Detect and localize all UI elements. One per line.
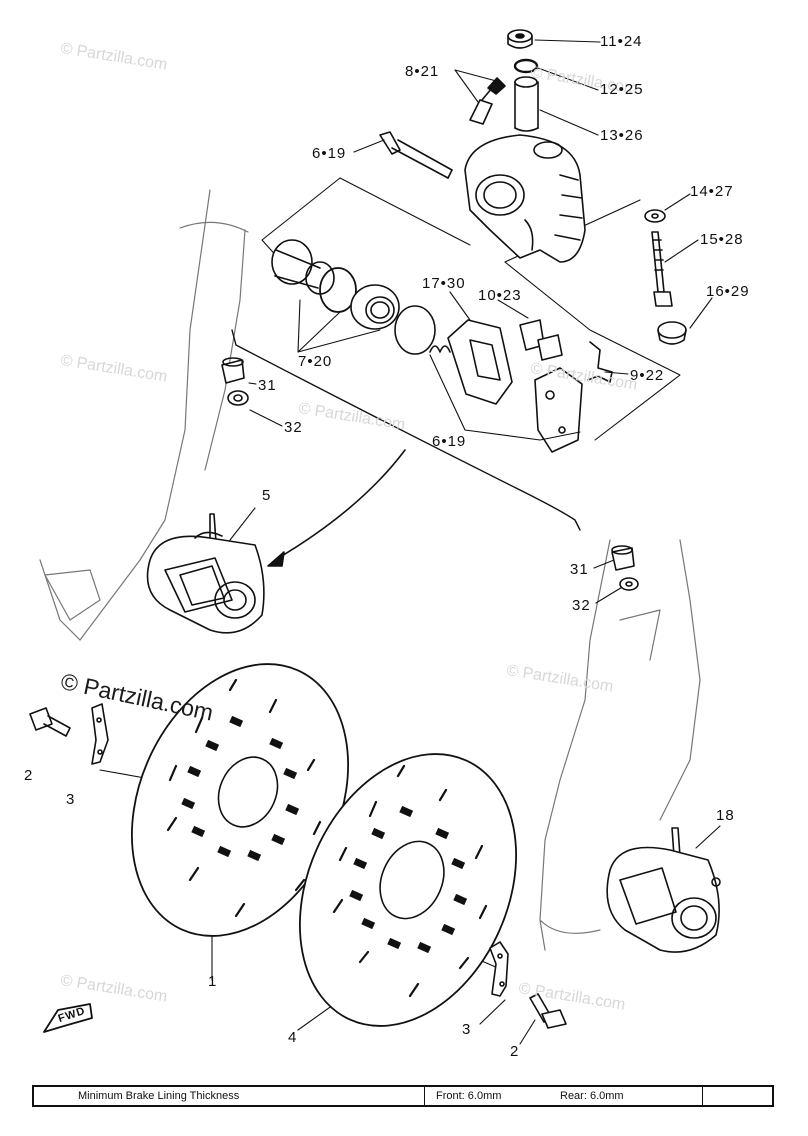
fwd-arrow-icon — [43, 1003, 93, 1033]
right-washer-31 — [611, 545, 635, 571]
callout-15-28: 15•28 — [700, 231, 744, 248]
part-10-pad-clips — [519, 319, 563, 361]
callout-9-22: 9•22 — [630, 367, 665, 384]
part-7-piston — [271, 239, 335, 295]
callout-31-right: 31 — [570, 561, 589, 578]
part-7-seal — [319, 267, 357, 313]
part-11-cap — [507, 29, 533, 49]
callout-31-left: 31 — [258, 377, 277, 394]
part-3-lock-plate-right — [489, 941, 509, 997]
callout-32-left: 32 — [284, 419, 303, 436]
callout-3-right: 3 — [462, 1021, 472, 1038]
rear-caliper-body — [464, 134, 586, 263]
callout-17-30: 17•30 — [422, 275, 466, 292]
part-9-clip — [587, 341, 613, 383]
callout-7-20: 7•20 — [298, 353, 333, 370]
callout-1: 1 — [208, 973, 218, 990]
callout-12-25: 12•25 — [600, 81, 644, 98]
callout-4: 4 — [288, 1029, 298, 1046]
part-16-boot — [657, 321, 687, 345]
callout-16-29: 16•29 — [706, 283, 750, 300]
callout-6-19-top: 6•19 — [312, 145, 347, 162]
callout-32-right: 32 — [572, 597, 591, 614]
spec-front: Front: 6.0mm — [436, 1090, 502, 1102]
callout-6-19-bottom: 6•19 — [432, 433, 467, 450]
spec-table: Minimum Brake Lining Thickness Front: 6.… — [32, 1085, 774, 1107]
front-caliper — [146, 513, 265, 634]
part-12-oring — [513, 58, 539, 74]
callout-8-21: 8•21 — [405, 63, 440, 80]
callout-14-27: 14•27 — [690, 183, 734, 200]
callout-3-left: 3 — [66, 791, 76, 808]
part-8-bleed-screw — [469, 77, 506, 125]
right-washer-32 — [619, 577, 639, 591]
part-17-spring — [429, 345, 451, 353]
part-7-ring — [394, 305, 436, 355]
rear-caliper-assembled — [606, 827, 721, 953]
spec-label: Minimum Brake Lining Thickness — [78, 1090, 240, 1102]
part-7-dust-boot — [350, 284, 400, 330]
right-fork-leg — [539, 539, 701, 951]
left-washer-31 — [221, 357, 245, 384]
pad-shim — [534, 367, 583, 453]
callout-13-26: 13•26 — [600, 127, 644, 144]
callout-2-left: 2 — [24, 767, 34, 784]
part-3-lock-plate-left — [91, 703, 109, 765]
part-14-washer — [644, 209, 666, 223]
callout-5: 5 — [262, 487, 272, 504]
brake-disc-right — [299, 753, 517, 1027]
spec-divider — [424, 1087, 425, 1105]
callout-2-right: 2 — [510, 1043, 520, 1060]
assembly-arrow — [274, 449, 406, 561]
part-2-bolt-right — [529, 993, 567, 1029]
callout-11-24: 11•24 — [600, 33, 643, 50]
brake-disc-left — [131, 663, 349, 937]
callout-18: 18 — [716, 807, 735, 824]
front-group-bracket — [231, 329, 581, 531]
part-6-bolt — [379, 131, 453, 179]
left-fork-leg — [39, 189, 249, 641]
part-2-bolt-left — [29, 707, 71, 737]
part-13-sleeve — [514, 76, 539, 132]
rear-caliper-outline — [261, 177, 681, 441]
brake-pad-a — [447, 319, 513, 405]
callout-10-23: 10•23 — [478, 287, 522, 304]
part-15-bolt — [651, 231, 673, 307]
spec-rear: Rear: 6.0mm — [560, 1090, 624, 1102]
left-washer-32 — [227, 390, 249, 406]
spec-divider — [702, 1087, 703, 1105]
